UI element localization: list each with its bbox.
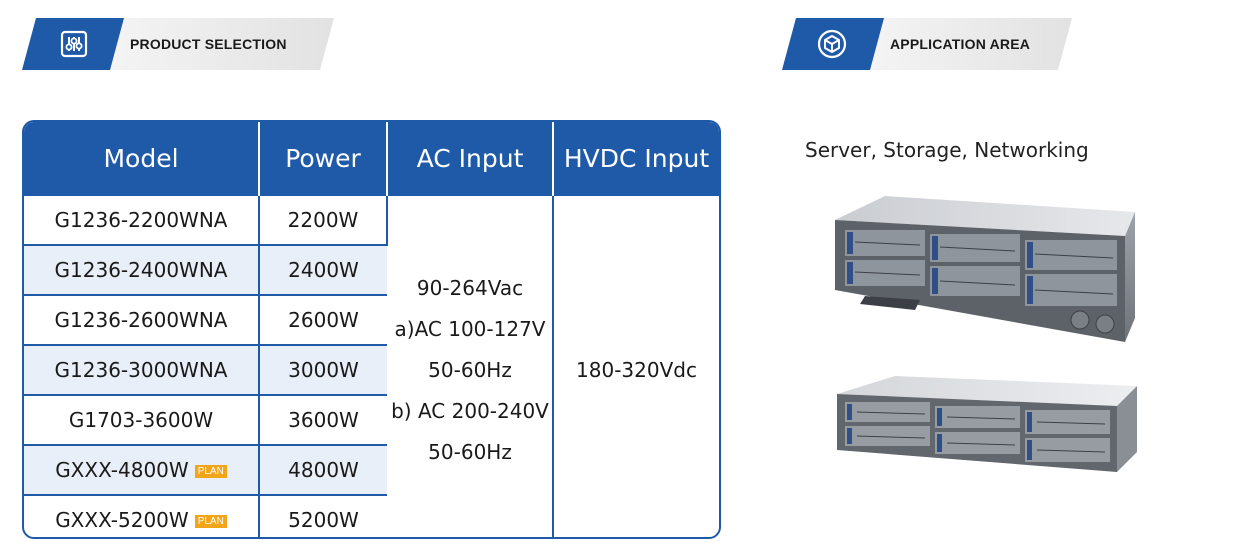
product-selection-header: PRODUCT SELECTION [22, 18, 334, 70]
model-cell: G1703-3600W [24, 394, 260, 445]
model-cell: G1236-2400WNA [24, 244, 260, 295]
ac-input-line: 50-60Hz [428, 439, 512, 464]
sliders-icon [58, 28, 90, 65]
application-area-header: APPLICATION AREA [782, 18, 1072, 70]
table-row: GXXX-5200W PLAN 5200W [24, 494, 719, 537]
model-cell: GXXX-5200W PLAN [24, 494, 260, 537]
hvdc-input-cell: 180-320Vdc [553, 194, 719, 537]
power-cell: 2200W [259, 194, 388, 245]
model-cell: G1236-2200WNA [24, 194, 260, 245]
table-row: G1236-2600WNA 2600W [24, 294, 719, 345]
ac-input-cell: 90-264Vac a)AC 100-127V 50-60Hz b) AC 20… [387, 194, 554, 537]
ac-input-line: a)AC 100-127V [394, 316, 546, 341]
server-rack-3u-image [825, 192, 1145, 357]
table-row: GXXX-4800W PLAN 4800W [24, 444, 719, 495]
table-row: G1703-3600W 3600W [24, 394, 719, 445]
model-cell: G1236-2600WNA [24, 294, 260, 345]
model-cell: GXXX-4800W PLAN [24, 444, 260, 495]
model-name: GXXX-5200W [55, 508, 189, 532]
product-selection-table: Model Power AC Input HVDC Input G1236-22… [22, 120, 721, 539]
table-row: G1236-2200WNA 2200W 90-264Vac a)AC 100-1… [24, 194, 719, 537]
column-header-ac-input: AC Input [387, 122, 554, 195]
power-cell: 5200W [259, 494, 387, 537]
plan-badge: PLAN [194, 515, 227, 528]
plan-badge: PLAN [194, 465, 227, 478]
ac-input-line: 90-264Vac [416, 275, 524, 300]
power-cell: 2600W [259, 294, 387, 345]
power-cell: 4800W [259, 444, 387, 495]
table-header-row: Model Power AC Input HVDC Input [24, 122, 719, 195]
application-area-title: APPLICATION AREA [890, 36, 1031, 52]
ac-input-line: 50-60Hz [428, 357, 512, 382]
cube-icon [816, 28, 848, 65]
column-header-model: Model [24, 122, 260, 195]
model-name: GXXX-4800W [55, 458, 189, 482]
table-row: G1236-3000WNA 3000W [24, 344, 719, 395]
column-header-power: Power [259, 122, 388, 195]
product-selection-title: PRODUCT SELECTION [130, 36, 287, 52]
power-cell: 2400W [259, 244, 387, 295]
power-cell: 3000W [259, 344, 387, 395]
ac-input-line: b) AC 200-240V [391, 398, 549, 423]
power-cell: 3600W [259, 394, 387, 445]
column-header-hvdc-input: HVDC Input [553, 122, 719, 195]
application-text: Server, Storage, Networking [805, 138, 1089, 162]
server-rack-2u-image [825, 372, 1145, 487]
table-row: G1236-2400WNA 2400W [24, 244, 719, 295]
model-cell: G1236-3000WNA [24, 344, 260, 395]
